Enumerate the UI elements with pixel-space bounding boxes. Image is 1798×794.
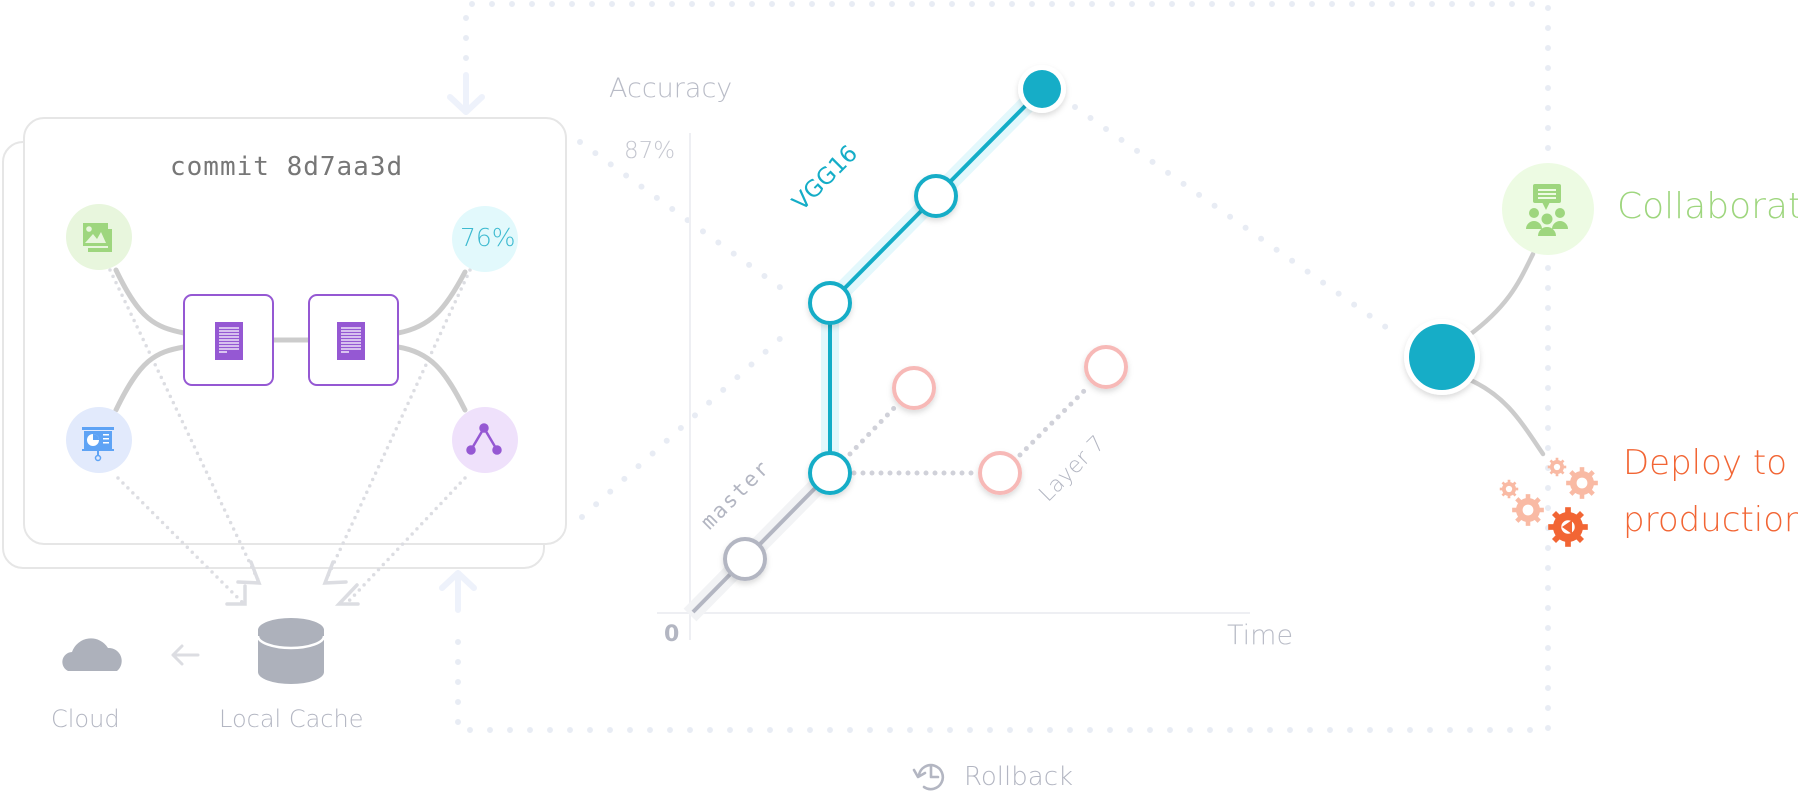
- gear-tooth: [1579, 491, 1585, 499]
- chart-axes: [657, 133, 1250, 640]
- document-icon: [215, 322, 243, 360]
- card-to-chart-dotted-lines: [577, 104, 1393, 520]
- vgg16-commit-node-2[interactable]: [914, 174, 958, 218]
- collaborate-node[interactable]: [1502, 163, 1594, 255]
- medium-gear-icon: [1512, 494, 1544, 526]
- medium-gear-icon: [1566, 467, 1598, 499]
- vgg16-commit-node-2-circle: [914, 174, 958, 218]
- gear-tooth: [1525, 518, 1531, 526]
- main-gear-icon: [1548, 507, 1588, 547]
- gear-hole: [1553, 463, 1561, 471]
- graph-icon: [466, 423, 502, 455]
- failed-experiment-node-circle: [892, 366, 936, 410]
- gear-tooth: [1525, 494, 1531, 502]
- deploy-label-line1[interactable]: Deploy to: [1623, 443, 1787, 483]
- deploy-node[interactable]: [1404, 319, 1480, 395]
- play-back-icon: [1562, 520, 1572, 534]
- cache-dotted-arrows: [108, 268, 472, 606]
- commit-card[interactable]: [23, 117, 567, 545]
- pipeline-step-2[interactable]: [308, 294, 399, 386]
- vgg16-commit-node-1[interactable]: [808, 281, 852, 325]
- vgg16-commit-node-1-circle: [808, 281, 852, 325]
- pipeline-step-1[interactable]: [183, 294, 274, 386]
- arrow-down-into-commit-icon: [447, 72, 485, 115]
- output-graph[interactable]: [452, 407, 518, 473]
- origin-label: 0: [664, 622, 680, 647]
- collaborate-label[interactable]: Collaborate: [1617, 186, 1798, 227]
- x-axis-label: Time: [1227, 620, 1294, 651]
- gear-hole: [1576, 477, 1588, 489]
- branch-point-node-circle: [808, 451, 852, 495]
- gear-tooth: [1555, 472, 1559, 477]
- database-icon[interactable]: [256, 618, 326, 684]
- layer7-commit-node-1[interactable]: [978, 451, 1022, 495]
- deploy-label-line2[interactable]: production: [1623, 500, 1798, 540]
- gear-tooth: [1507, 479, 1511, 484]
- accuracy-output-value: 76%: [460, 223, 516, 252]
- arrow-up-from-rollback-icon: [439, 570, 477, 613]
- vgg16-latest-node[interactable]: [1018, 65, 1066, 113]
- gear-tooth: [1579, 467, 1585, 475]
- input-images[interactable]: [66, 204, 132, 270]
- gear-tooth: [1555, 457, 1559, 462]
- pipeline-connectors: [113, 267, 468, 413]
- layer7-commit-node-1-circle: [978, 451, 1022, 495]
- deploy-gears-icon: [1499, 457, 1598, 547]
- small-gear-icon: [1499, 479, 1519, 499]
- output-accuracy[interactable]: [452, 206, 518, 272]
- failed-branch-line: [847, 402, 900, 457]
- branch-lines: [683, 82, 1093, 622]
- team-chat-icon: [1526, 184, 1568, 236]
- gear-hole: [1522, 504, 1534, 516]
- layer7-commit-node-2-circle: [1084, 345, 1128, 389]
- gear-tooth: [1565, 507, 1571, 517]
- y-axis-label: Accuracy: [609, 73, 733, 104]
- vgg16-branch-halo: [821, 82, 1049, 473]
- master-commit-node-circle: [723, 537, 767, 581]
- small-gear-icon: [1547, 457, 1567, 477]
- y-top-tick-label: 87%: [624, 138, 676, 164]
- cloud-icon[interactable]: [62, 638, 122, 671]
- layer7-commit-node-2[interactable]: [1084, 345, 1128, 389]
- action-connectors: [1465, 251, 1546, 457]
- local-cache-label: Local Cache: [219, 705, 364, 733]
- rollback-loop-frame: [455, 1, 1551, 733]
- commit-title: commit 8d7aa3d: [170, 152, 404, 182]
- gear-hole: [1505, 485, 1513, 493]
- cloud-label: Cloud: [51, 705, 120, 733]
- master-commit-node[interactable]: [723, 537, 767, 581]
- rollback-label[interactable]: Rollback: [964, 762, 1074, 792]
- gear-tooth: [1507, 494, 1511, 499]
- presentation-icon: [82, 427, 114, 462]
- branch-point-node[interactable]: [808, 451, 852, 495]
- gear-tooth: [1565, 537, 1571, 547]
- rollback-icon: [912, 763, 945, 791]
- commit-nodes: [723, 65, 1128, 581]
- layer7-branch-line: [1017, 382, 1093, 458]
- failed-experiment-node[interactable]: [892, 366, 936, 410]
- vgg16-latest-node-fill: [1023, 70, 1061, 108]
- master-branch-line: [691, 471, 832, 614]
- document-icon: [337, 322, 365, 360]
- input-presentation[interactable]: [66, 407, 132, 473]
- images-icon: [83, 223, 112, 252]
- arrow-left-icon: [171, 644, 200, 666]
